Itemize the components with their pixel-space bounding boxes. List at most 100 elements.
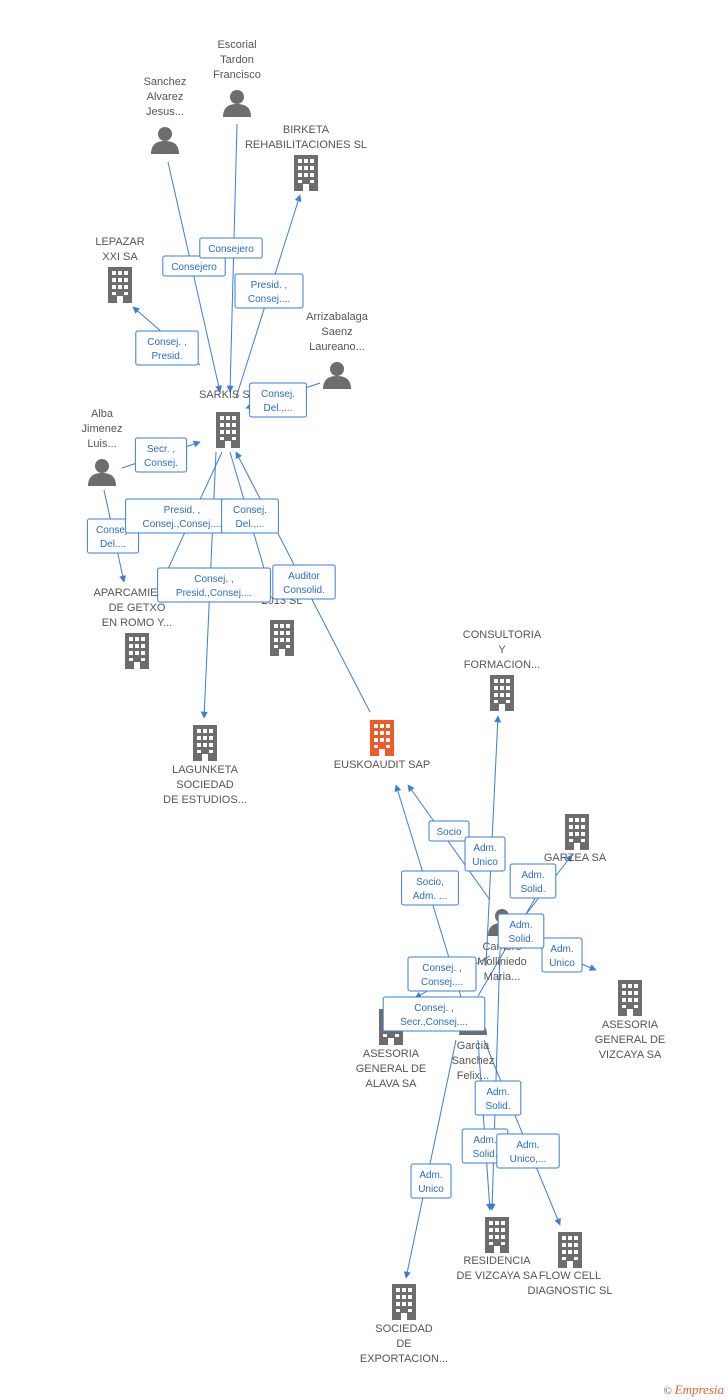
- node-label-escorial: Tardon: [220, 54, 254, 66]
- edge-label-text: Consej. ,: [422, 963, 461, 974]
- node-label-residencia: RESIDENCIA: [463, 1255, 531, 1267]
- company-icon: [108, 267, 132, 303]
- node-alba[interactable]: AlbaJimenezLuis...: [82, 408, 123, 486]
- node-label-exportacion: SOCIEDAD: [375, 1323, 433, 1335]
- edge-label-text: Consejero: [171, 262, 217, 273]
- node-euskoaudit[interactable]: EUSKOAUDIT SAP: [334, 720, 430, 771]
- edge-label-text: Presid.: [151, 351, 182, 362]
- edge-label-text: Adm.: [419, 1170, 442, 1181]
- edge-label-arrizabalaga-sarkis[interactable]: Consej.Del.,...: [249, 382, 307, 418]
- node-s2013[interactable]: 2013 SL: [262, 595, 303, 656]
- nodes-layer: EscorialTardonFranciscoSanchezAlvarezJes…: [82, 39, 666, 1365]
- edge-label-sanchez-sarkis[interactable]: Consejero: [162, 255, 226, 277]
- edge-label-text: Unico: [472, 857, 498, 868]
- node-label-asesoria_alava: GENERAL DE: [356, 1063, 427, 1075]
- node-label-birketa: BIRKETA: [283, 124, 330, 136]
- edge-label-text: Solid.: [472, 1149, 497, 1160]
- node-sarkis[interactable]: SARKIS SA: [199, 389, 258, 448]
- edge-label-text: Consejero: [208, 244, 254, 255]
- node-label-escorial: Francisco: [213, 69, 261, 81]
- node-label-flowcell: FLOW CELL: [539, 1270, 601, 1282]
- edge-label-garcia-exportacion[interactable]: Adm. Unico: [410, 1163, 452, 1199]
- node-label-alba: Jimenez: [82, 423, 123, 435]
- edge-label-text: Secr.,Consej....: [400, 1017, 468, 1028]
- edge-label-garcia-flowcell[interactable]: Adm.Unico,...: [496, 1133, 560, 1169]
- edge-label-text: Consolid.: [283, 585, 325, 596]
- node-label-garcia: Sanchez: [452, 1055, 495, 1067]
- edge-camero-residencia: [488, 949, 501, 1211]
- company-icon: [485, 1217, 509, 1253]
- company-icon: [558, 1232, 582, 1268]
- edge-label-camero-asesoria_alava[interactable]: Consej. , Consej....: [407, 956, 477, 992]
- edge-label-text: Secr. ,: [147, 444, 175, 455]
- edge-label-camero-residencia[interactable]: Adm.Solid.: [474, 1080, 522, 1116]
- company-icon: [565, 814, 589, 850]
- node-label-asesoria_alava: ALAVA SA: [366, 1078, 418, 1090]
- edge-label-text: Adm.: [473, 1135, 496, 1146]
- node-residencia[interactable]: RESIDENCIA DE VIZCAYA SA: [457, 1217, 539, 1282]
- edge-camero-euskoaudit: [407, 784, 491, 901]
- node-label-residencia: DE VIZCAYA SA: [457, 1270, 539, 1282]
- node-label-arrizabalaga: Laureano...: [309, 341, 365, 353]
- node-label-asesoria_vizcaya: GENERAL DE: [595, 1034, 666, 1046]
- edge-label-camero-consultoria[interactable]: Adm.Unico: [464, 836, 506, 872]
- edge-label-text: Consej....: [421, 977, 463, 988]
- edge-label-sarkis-lagunketa[interactable]: Consej. ,Presid.,Consej....: [157, 567, 271, 603]
- edge-label-text: Presid. ,: [251, 280, 288, 291]
- brand-logo-text[interactable]: Empresia: [674, 1382, 724, 1397]
- edge-label-text: Del....: [100, 539, 126, 550]
- node-garzea[interactable]: GARZEA SA: [544, 814, 607, 864]
- edge-label-garcia-asesoria_alava[interactable]: Consej. ,Secr.,Consej....: [382, 996, 486, 1032]
- edges-layer: [103, 123, 597, 1279]
- edge-label-text: Adm.: [521, 870, 544, 881]
- edge-label-garcia-euskoaudit[interactable]: Socio,Adm. ...: [401, 870, 459, 906]
- edge-label-text: Solid.: [485, 1101, 510, 1112]
- node-label-camero: Maria...: [484, 971, 521, 983]
- copyright-symbol: ©: [663, 1385, 672, 1397]
- edge-label-sarkis-birketa[interactable]: Presid. ,Consej....: [234, 273, 304, 309]
- edge-label-text: Unico: [549, 958, 575, 969]
- node-garcia[interactable]: GarciaSanchezFelix...: [452, 1008, 495, 1082]
- node-label-euskoaudit: EUSKOAUDIT SAP: [334, 759, 430, 771]
- focus-company-icon: [370, 720, 394, 756]
- edge-label-sarkis-lepazar[interactable]: Consej. , Presid.: [135, 330, 199, 366]
- node-label-alba: Luis...: [87, 438, 116, 450]
- edge-label-text: Del.,...: [264, 403, 293, 414]
- company-icon: [270, 620, 294, 656]
- node-exportacion[interactable]: SOCIEDADDEEXPORTACION...: [360, 1284, 448, 1365]
- edge-label-garcia-camero[interactable]: Adm.Solid.: [497, 913, 545, 949]
- node-label-exportacion: EXPORTACION...: [360, 1353, 448, 1365]
- company-icon: [392, 1284, 416, 1320]
- node-flowcell[interactable]: FLOW CELL DIAGNOSTIC SL: [528, 1232, 613, 1297]
- edge-label-camero-euskoaudit[interactable]: Socio: [428, 820, 470, 842]
- company-icon: [490, 675, 514, 711]
- company-icon: [618, 980, 642, 1016]
- edge-label-text: Consej.,Consej....: [143, 519, 222, 530]
- person-icon: [151, 127, 179, 154]
- node-label-lagunketa: SOCIEDAD: [176, 779, 234, 791]
- node-label-flowcell: DIAGNOSTIC SL: [528, 1285, 613, 1297]
- edge-label-text: Consej. ,: [147, 337, 186, 348]
- edge-label-text: Presid.,Consej....: [176, 588, 252, 599]
- node-consultoria[interactable]: CONSULTORIAYFORMACION...: [463, 629, 542, 711]
- edge-label-text: Adm. ...: [413, 891, 447, 902]
- edge-label-escorial-sarkis[interactable]: Consejero: [199, 237, 263, 259]
- company-icon: [216, 412, 240, 448]
- edge-label-alba-sarkis[interactable]: Secr. ,Consej.: [134, 437, 188, 473]
- person-icon: [323, 362, 351, 389]
- edge-label-camero-asesoria_vizcaya[interactable]: Adm.Unico: [541, 937, 583, 973]
- node-arrizabalaga[interactable]: ArrizabalagaSaenzLaureano...: [306, 311, 369, 389]
- node-label-sanchez: Sanchez: [144, 76, 187, 88]
- edge-label-sarkis-s2013[interactable]: Consej.Del.,...: [221, 498, 279, 534]
- edge-label-text: Unico: [418, 1184, 444, 1195]
- edge-label-camero-garzea[interactable]: Adm.Solid.: [509, 863, 557, 899]
- node-label-sanchez: Alvarez: [147, 91, 184, 103]
- node-sanchez[interactable]: SanchezAlvarezJesus...: [144, 76, 187, 154]
